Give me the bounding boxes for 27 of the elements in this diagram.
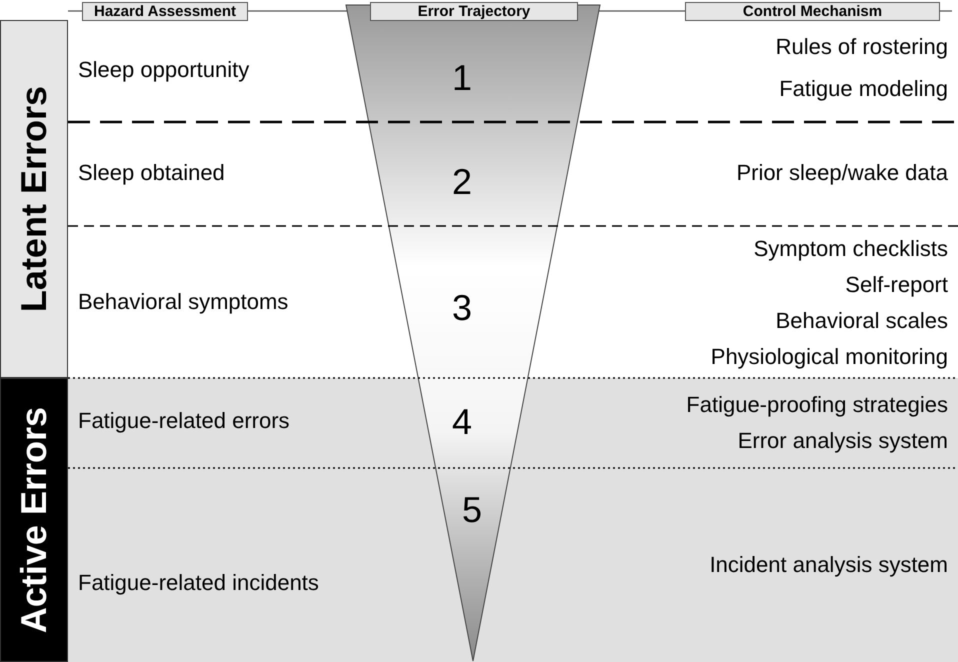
control-label: Self-report bbox=[845, 272, 948, 298]
control-label: Symptom checklists bbox=[754, 236, 948, 262]
band-title: Latent Errors bbox=[13, 86, 55, 312]
band-title: Active Errors bbox=[13, 406, 55, 634]
side-band bbox=[0, 378, 68, 662]
control-label: Behavioral scales bbox=[776, 308, 948, 334]
control-label: Prior sleep/wake data bbox=[736, 160, 948, 186]
control-label: Rules of rostering bbox=[776, 34, 948, 60]
step-number: 5 bbox=[462, 490, 482, 530]
control-label: Incident analysis system bbox=[710, 552, 948, 578]
hazard-label: Fatigue-related incidents bbox=[78, 570, 319, 596]
step-number: 3 bbox=[452, 288, 472, 328]
step-number: 4 bbox=[452, 402, 472, 442]
header-tab: Error Trajectory bbox=[370, 2, 578, 21]
header-tab: Hazard Assessment bbox=[82, 2, 248, 21]
step-number: 2 bbox=[452, 162, 472, 202]
header-tab: Control Mechanism bbox=[685, 2, 940, 21]
control-label: Physiological monitoring bbox=[710, 344, 948, 370]
control-label: Error analysis system bbox=[738, 428, 948, 454]
hazard-label: Fatigue-related errors bbox=[78, 408, 290, 434]
side-band bbox=[0, 20, 68, 378]
hazard-label: Sleep obtained bbox=[78, 160, 225, 186]
step-number: 1 bbox=[452, 58, 472, 98]
control-label: Fatigue modeling bbox=[779, 76, 948, 102]
hazard-label: Sleep opportunity bbox=[78, 57, 250, 83]
hazard-label: Behavioral symptoms bbox=[78, 289, 288, 315]
control-label: Fatigue-proofing strategies bbox=[686, 392, 948, 418]
